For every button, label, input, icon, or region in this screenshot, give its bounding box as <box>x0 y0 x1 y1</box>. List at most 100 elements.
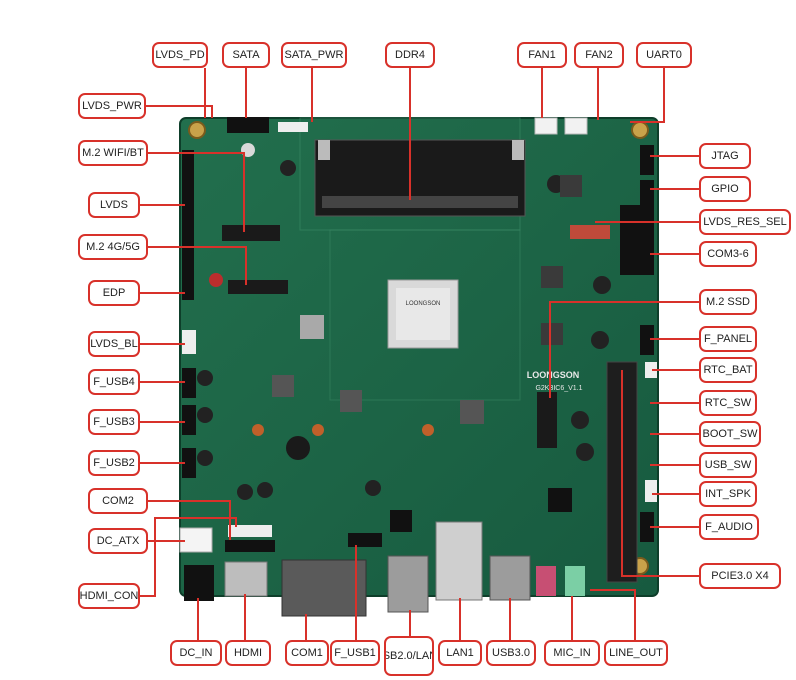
ic-chip <box>390 510 412 532</box>
label-com3-6: COM3-6 <box>699 241 757 267</box>
capacitor <box>257 482 273 498</box>
leader-m2-wifi <box>148 152 245 232</box>
capacitor <box>591 331 609 349</box>
label-boot-sw: BOOT_SW <box>699 421 761 447</box>
label-line-out: LINE_OUT <box>604 640 668 666</box>
f-usb4-header <box>182 368 196 398</box>
label-rtc-bat: RTC_BAT <box>699 357 757 383</box>
hdmi-con-header <box>228 525 272 537</box>
inductor <box>541 323 563 345</box>
usb30-port <box>489 555 531 601</box>
label-hdmi-con: HDMI_CON <box>78 583 140 609</box>
label-usb20-lan0: USB2.0/LAN0 <box>384 636 434 676</box>
motherboard: LOONGSON LOONGSON G2K3IC6_V1.1 <box>179 117 659 617</box>
dip-switch <box>570 225 610 239</box>
capacitor <box>576 443 594 461</box>
fan2-header <box>564 117 588 135</box>
inductor <box>560 175 582 197</box>
lan1-port <box>435 521 483 601</box>
dc-in-jack <box>184 565 214 601</box>
leader-m2-ssd <box>549 301 699 398</box>
label-lan1: LAN1 <box>438 640 482 666</box>
label-dc-in: DC_IN <box>170 640 222 666</box>
lvds-header <box>182 150 194 300</box>
capacitor <box>209 273 223 287</box>
ic-chip <box>272 375 294 397</box>
label-lvds-res-sel: LVDS_RES_SEL <box>699 209 791 235</box>
leader-m2-4g5g <box>148 246 247 285</box>
label-fan2: FAN2 <box>574 42 624 68</box>
sata-power-connector <box>278 122 308 132</box>
lvds-bl-connector <box>182 330 196 354</box>
label-gpio: GPIO <box>699 176 751 202</box>
com3-6-header <box>620 205 654 275</box>
label-com1: COM1 <box>285 640 329 666</box>
capacitor <box>197 450 213 466</box>
label-edp: EDP <box>88 280 140 306</box>
inductor <box>541 266 563 288</box>
label-lvds-pd: LVDS_PD <box>152 42 208 68</box>
capacitor <box>197 407 213 423</box>
label-rtc-sw: RTC_SW <box>699 390 757 416</box>
m2-4g5g-slot <box>228 280 288 294</box>
ic-chip <box>548 488 572 512</box>
mounting-hole <box>631 121 649 139</box>
cpu-chip: LOONGSON <box>387 279 459 349</box>
cpu-marking: LOONGSON <box>406 301 441 307</box>
capacitor <box>280 160 296 176</box>
hdmi-port <box>224 561 268 597</box>
ic-chip <box>340 390 362 412</box>
f-panel-header <box>640 325 654 355</box>
label-jtag: JTAG <box>699 143 751 169</box>
rtc-bat-connector <box>645 362 657 378</box>
label-f-usb2: F_USB2 <box>88 450 140 476</box>
mic-in-jack <box>536 566 556 596</box>
leader-uart0 <box>630 68 665 123</box>
sata-connector <box>227 117 269 133</box>
int-spk-connector <box>645 480 657 502</box>
label-m2-4g5g: M.2 4G/5G <box>78 234 148 260</box>
f-usb3-header <box>182 405 196 435</box>
capacitor <box>365 480 381 496</box>
leader-lvds-pwr <box>146 105 213 118</box>
m2-ssd-slot <box>537 392 557 448</box>
capacitor <box>237 484 253 500</box>
com2-header <box>225 540 275 552</box>
f-audio-header <box>640 512 654 542</box>
leader-line-out <box>590 589 636 640</box>
board-brand-silkscreen: LOONGSON <box>527 370 580 380</box>
mounting-hole <box>252 424 264 436</box>
label-pcie: PCIE3.0 X4 <box>699 563 781 589</box>
capacitor <box>571 411 589 429</box>
ic-chip <box>460 400 484 424</box>
leader-hdmi-con <box>140 517 237 597</box>
usb20-lan0-port <box>387 555 429 613</box>
dc-atx-connector <box>179 527 213 553</box>
leader-lines <box>140 68 699 640</box>
label-m2-wifi-bt: M.2 WIFI/BT <box>78 140 148 166</box>
buzzer <box>286 436 310 460</box>
line-out-jack <box>565 566 585 596</box>
label-lvds-bl: LVDS_BL <box>88 331 140 357</box>
jtag-header <box>640 145 654 175</box>
label-usb30: USB3.0 <box>486 640 536 666</box>
leader-pcie <box>621 370 699 577</box>
label-sata-pwr: SATA_PWR <box>281 42 347 68</box>
f-usb2-header <box>182 448 196 478</box>
label-fan1: FAN1 <box>517 42 567 68</box>
mounting-hole <box>422 424 434 436</box>
label-f-usb3: F_USB3 <box>88 409 140 435</box>
label-dc-atx: DC_ATX <box>88 528 148 554</box>
ic-chip <box>300 315 324 339</box>
f-usb1-header <box>348 533 382 547</box>
ddr4-slot <box>314 139 526 217</box>
fan1-header <box>534 117 558 135</box>
label-m2-ssd: M.2 SSD <box>699 289 757 315</box>
label-com2: COM2 <box>88 488 148 514</box>
label-uart0: UART0 <box>636 42 692 68</box>
label-int-spk: INT_SPK <box>699 481 757 507</box>
label-lvds-pwr: LVDS_PWR <box>78 93 146 119</box>
label-f-panel: F_PANEL <box>699 326 757 352</box>
label-ddr4: DDR4 <box>385 42 435 68</box>
